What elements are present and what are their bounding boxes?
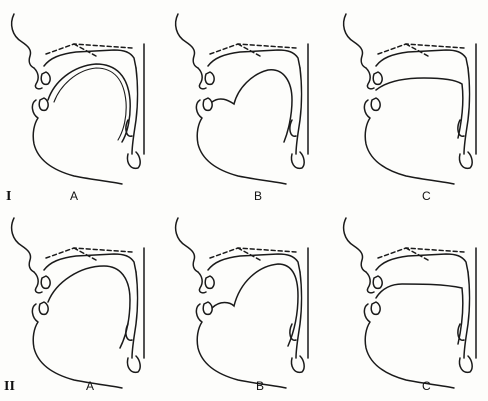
panel-label-II-B: B — [256, 379, 264, 393]
panel-label-I-C: C — [422, 189, 431, 203]
panel-II-A — [12, 218, 144, 388]
panel-I-A — [12, 14, 144, 184]
panel-I-C — [344, 14, 476, 184]
panel-II-C — [344, 218, 476, 388]
panel-label-I-A: A — [70, 189, 78, 203]
panel-label-II-C: C — [422, 379, 431, 393]
panel-label-II-A: A — [86, 379, 94, 393]
panel-I-B — [176, 14, 308, 184]
row-label-I: I — [6, 189, 11, 204]
row-label-II: II — [4, 379, 15, 394]
panel-II-B — [176, 218, 308, 388]
panel-label-I-B: B — [254, 189, 262, 203]
